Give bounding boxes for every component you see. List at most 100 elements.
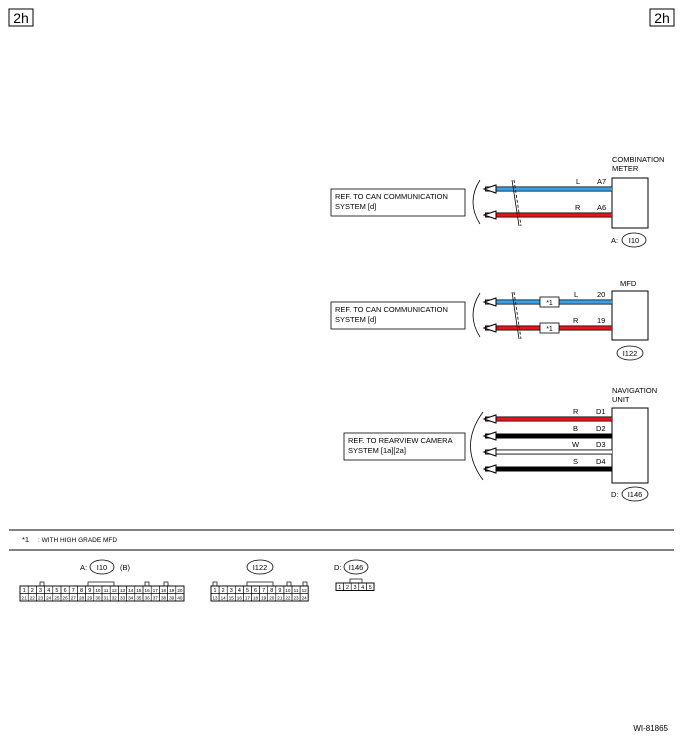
option-note-box [539,296,560,308]
pin-number: 3 [39,588,42,594]
wire-color-code: R [573,316,579,325]
corner-tag-right-text: 2h [654,10,670,26]
connector-id: I122 [623,349,638,358]
connector-id-oval [246,559,274,575]
ref-text-line2: SYSTEM [1a][2a] [348,446,406,455]
connector-latch-tab [349,578,363,584]
ref-bracket [470,411,484,481]
pin-number: 21 [277,595,283,600]
pin-number: 3 [230,588,233,594]
ref-text-line1: REF. TO CAN COMMUNICATION [335,192,448,201]
pin-number: 22 [285,595,291,600]
ref-bracket [472,292,481,338]
pin-number: 39 [169,595,175,600]
pin-number: 17 [245,595,251,600]
pin-number: 16 [237,595,243,600]
connector-prefix: D: [611,490,619,499]
connector-id-oval [621,486,649,502]
block-combination-meter: COMBINATION METER REF. TO CAN COMMUNICAT… [330,155,664,248]
pin-number: 4 [361,585,364,591]
pin-number: 24 [302,595,308,600]
pin-number: 36 [145,595,151,600]
pin-number: 13 [120,588,126,593]
option-note-box [539,322,560,334]
component-name-line2: METER [612,164,639,173]
wire-color-code: R [575,203,581,212]
pin-number: 1 [214,588,217,594]
connector-latch-tab [163,581,169,587]
ref-text-line2: SYSTEM [d] [335,315,376,324]
pin-number: 31 [104,595,110,600]
pin-number: 7 [262,588,265,594]
pin-number: 18 [253,595,259,600]
wire-pin: A6 [597,203,606,212]
pin-number: 8 [80,588,83,594]
pin-number: 28 [79,595,85,600]
connector-id: I122 [253,563,268,572]
pin-number: 33 [120,595,126,600]
wire-arrow [482,210,497,220]
pin-number: 5 [246,588,249,594]
wire-pin: A7 [597,177,606,186]
pin-number: 6 [64,588,67,594]
pin-number: 10 [95,588,101,593]
pin-number: 34 [128,595,134,600]
twist-line [511,291,520,340]
pin-number: 27 [71,595,77,600]
wire-pin: D2 [596,424,606,433]
connector-prefix: A: [611,236,618,245]
pin-number: 7 [72,588,75,594]
pin-number: 12 [112,588,118,593]
wire-color-code: W [572,440,580,449]
component-name-line1: NAVIGATION [612,386,657,395]
connector-latch-tab [302,581,308,587]
pin-number: 22 [30,595,36,600]
pin-number: 23 [293,595,299,600]
connector-id: I146 [349,563,364,572]
connector-id-oval [621,232,647,248]
pin-number: 14 [221,595,227,600]
pin-number: 26 [63,595,69,600]
connector-id: I10 [97,563,107,572]
connector-latch-tab [246,581,274,587]
wire-arrow [482,414,497,424]
pin-number: 5 [369,585,372,591]
pin-number: 2 [222,588,225,594]
twist-line-dashed [513,291,522,340]
footnote-text: : WITH HIGH GRADE MFD [38,537,117,544]
component-box [611,290,649,341]
pin-number: 23 [38,595,44,600]
wire-color-code: L [574,290,578,299]
wire-arrow [482,184,497,194]
connector-latch-tab [286,581,292,587]
connector-prefix: D: [334,563,342,572]
wire-color-code: R [573,407,579,416]
pin-cell [175,593,185,602]
pin-number: 20 [177,588,183,593]
wire-color-code: L [576,177,580,186]
option-note: *1 [546,326,553,333]
pin-cell [366,582,375,591]
component-name-line1: MFD [620,279,637,288]
ref-text-line1: REF. TO CAN COMMUNICATION [335,305,448,314]
pin-number: 10 [285,588,291,593]
corner-tag-left: 2h [8,8,34,27]
footnote-mark: *1 [22,535,29,544]
ref-box [330,301,466,330]
ref-bracket [472,179,481,225]
connector-id-oval [616,345,644,361]
connector-id-oval [343,559,369,575]
wire-arrow [482,431,497,441]
pin-number: 1 [338,585,341,591]
pin-cell [299,593,309,602]
pin-number: 15 [136,588,142,593]
pin-number: 2 [346,585,349,591]
pin-number: 25 [54,595,60,600]
wire-pin: D3 [596,440,606,449]
pin-number: 12 [302,588,308,593]
